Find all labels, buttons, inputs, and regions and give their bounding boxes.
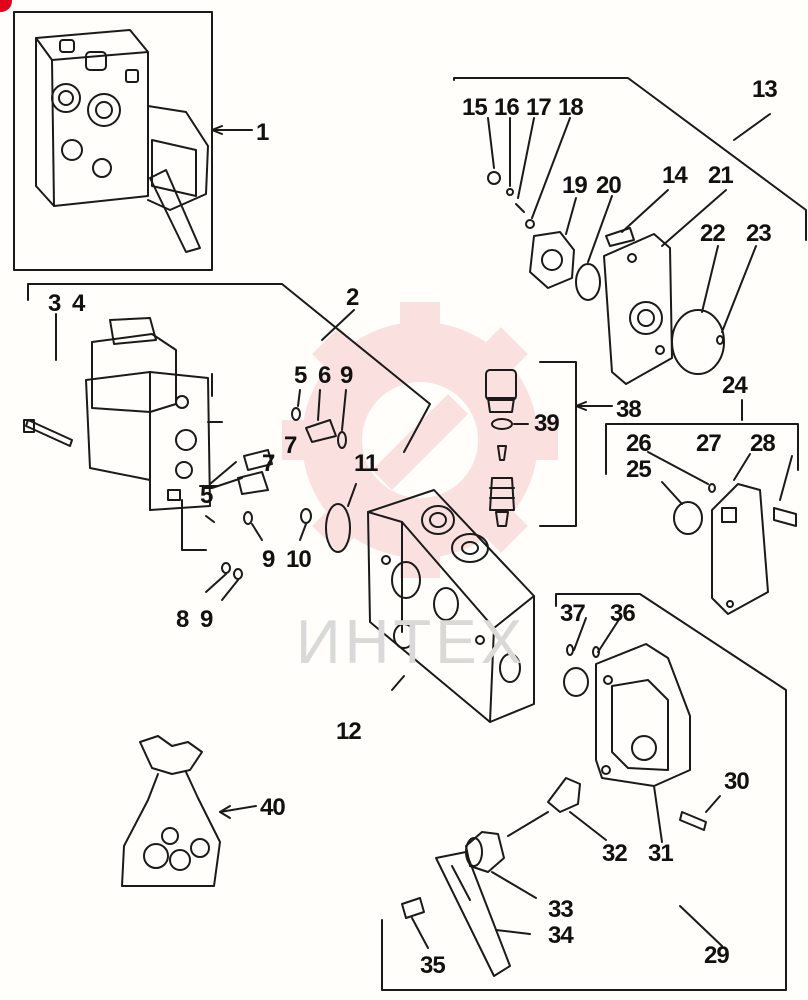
part-label-9: 9 — [340, 362, 353, 389]
cartridge-group-part-38 — [485, 361, 613, 527]
part-label-5: 5 — [200, 482, 213, 509]
valve-block-part-12 — [367, 489, 535, 723]
part-label-22: 22 — [700, 220, 726, 247]
part-label-19: 19 — [562, 172, 588, 199]
assembly-frame-part-1 — [13, 11, 253, 271]
part-label-4: 4 — [72, 290, 85, 317]
cover-group-part-13 — [453, 77, 807, 385]
part-label-37: 37 — [560, 600, 586, 627]
part-label-24: 24 — [722, 372, 748, 399]
part-label-6: 6 — [318, 362, 331, 389]
part-label-11: 11 — [354, 450, 378, 477]
part-label-35: 35 — [420, 952, 446, 979]
part-label-21: 21 — [708, 162, 734, 189]
watermark-text: ИНТЕХ — [296, 608, 526, 677]
part-label-20: 20 — [596, 172, 622, 199]
valve-section-group — [23, 283, 431, 580]
part-label-16: 16 — [494, 94, 520, 121]
part-label-9: 9 — [262, 546, 275, 573]
part-label-38: 38 — [616, 396, 642, 423]
part-label-32: 32 — [602, 840, 628, 867]
part-label-28: 28 — [750, 430, 776, 457]
watermark-emblem — [282, 302, 558, 578]
parts-bag-part-40 — [121, 735, 257, 887]
part-label-3: 3 — [48, 290, 61, 317]
part-label-7: 7 — [284, 432, 297, 459]
leader-lines — [205, 389, 347, 601]
part-label-25: 25 — [626, 456, 652, 483]
part-label-12: 12 — [336, 718, 362, 745]
part-label-15: 15 — [462, 94, 488, 121]
part-label-23: 23 — [746, 220, 772, 247]
part-label-30: 30 — [724, 768, 750, 795]
part-label-18: 18 — [558, 94, 584, 121]
part-label-8: 8 — [176, 606, 189, 633]
part-label-40: 40 — [260, 794, 286, 821]
part-label-39: 39 — [534, 410, 560, 437]
part-label-29: 29 — [704, 942, 730, 969]
part-label-17: 17 — [526, 94, 552, 121]
part-label-1: 1 — [256, 119, 269, 146]
part-label-14: 14 — [662, 162, 688, 189]
part-label-7: 7 — [262, 450, 275, 477]
part-label-26: 26 — [626, 430, 652, 457]
part-label-34: 34 — [548, 922, 574, 949]
part-label-33: 33 — [548, 896, 574, 923]
oring-part-11 — [347, 483, 357, 507]
part-label-27: 27 — [696, 430, 722, 457]
part-label-9: 9 — [200, 606, 213, 633]
part-label-13: 13 — [752, 76, 778, 103]
part-label-36: 36 — [610, 600, 636, 627]
part-label-10: 10 — [286, 546, 312, 573]
lever-group-part-29 — [381, 593, 787, 991]
cover-group-part-24 — [605, 399, 799, 615]
part-label-2: 2 — [346, 284, 359, 311]
part-label-5: 5 — [294, 362, 307, 389]
part-label-31: 31 — [648, 840, 674, 867]
